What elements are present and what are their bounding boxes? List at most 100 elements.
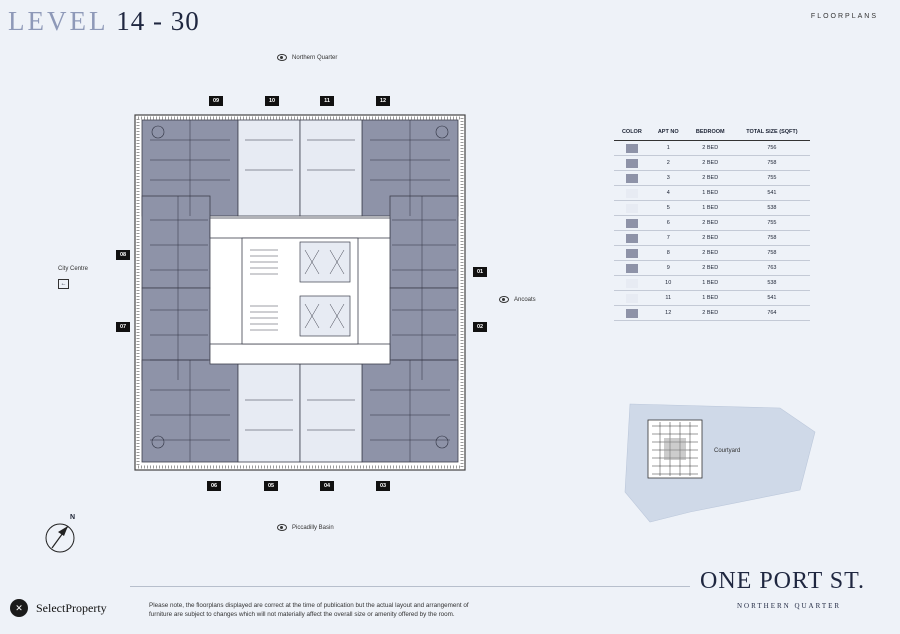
legend-apt-cell: 4 — [649, 185, 687, 201]
legend-header-color: COLOR — [614, 126, 650, 141]
legend-apt-cell: 8 — [649, 245, 687, 261]
project-name: ONE PORT ST. — [700, 568, 866, 594]
disclaimer-note: Please note, the floorplans displayed ar… — [149, 602, 469, 618]
legend-bedroom-cell: 1 BED — [686, 185, 734, 201]
legend-bedroom-cell: 2 BED — [686, 230, 734, 246]
section-label: FLOORPLANS — [810, 13, 878, 20]
compass-icon — [45, 523, 75, 553]
legend-size-cell: 755 — [733, 215, 810, 231]
legend-color-cell — [614, 155, 650, 171]
legend-apt-cell: 1 — [649, 140, 687, 156]
legend-color-cell — [614, 215, 650, 231]
apt-tag-08: 08 — [116, 250, 130, 260]
legend-bedroom-cell: 2 BED — [686, 245, 734, 261]
apt-tag-03: 03 — [376, 481, 390, 491]
legend-swatch — [625, 203, 638, 213]
legend-header-row: COLOR APT NO BEDROOM TOTAL SIZE (SQFT) — [614, 126, 810, 141]
legend-size-cell: 756 — [733, 140, 810, 156]
legend-size-cell: 758 — [733, 230, 810, 246]
legend-apt-cell: 5 — [649, 200, 687, 216]
apt-tag-10: 10 — [265, 96, 279, 106]
footer-divider — [130, 586, 690, 587]
west-label: City Centre — [58, 266, 89, 272]
legend-swatch — [625, 278, 638, 288]
legend-header-apt: APT NO — [649, 126, 687, 141]
legend-swatch — [625, 143, 638, 153]
legend-swatch — [625, 218, 638, 228]
apt-tag-07: 07 — [116, 322, 130, 332]
legend-color-cell — [614, 200, 650, 216]
legend-swatch — [625, 233, 638, 243]
legend-apt-cell: 9 — [649, 260, 687, 276]
title-level: LEVEL — [8, 6, 109, 36]
project-subtitle: NORTHERN QUARTER — [737, 602, 842, 610]
apt-tag-02: 02 — [473, 322, 487, 332]
apt-tag-05: 05 — [264, 481, 278, 491]
legend-apt-cell: 3 — [649, 170, 687, 186]
apt-01-block — [389, 195, 459, 289]
apt-tag-11: 11 — [320, 96, 334, 106]
north-label-text: Northern Quarter — [292, 55, 338, 62]
legend-bedroom-cell: 1 BED — [686, 290, 734, 306]
legend-bedroom-cell: 1 BED — [686, 200, 734, 216]
legend-swatch — [625, 248, 638, 258]
legend-size-cell: 538 — [733, 275, 810, 291]
title-range: 14 - 30 — [116, 6, 200, 36]
legend-color-cell — [614, 170, 650, 186]
legend-swatch — [625, 263, 638, 273]
legend-apt-cell: 2 — [649, 155, 687, 171]
legend-size-cell: 538 — [733, 200, 810, 216]
legend-size-cell: 541 — [733, 185, 810, 201]
legend-apt-cell: 7 — [649, 230, 687, 246]
legend-size-cell: 758 — [733, 245, 810, 261]
legend-color-cell — [614, 260, 650, 276]
legend-size-cell: 758 — [733, 155, 810, 171]
arrow-left-icon: ← — [58, 279, 69, 289]
apt-tag-06: 06 — [207, 481, 221, 491]
courtyard-label: Courtyard — [714, 448, 741, 454]
legend-apt-cell: 12 — [649, 305, 687, 321]
legend-size-cell: 541 — [733, 290, 810, 306]
select-property-logo-icon: ✕ — [10, 599, 28, 617]
apt-tag-04: 04 — [320, 481, 334, 491]
apt-tag-12: 12 — [376, 96, 390, 106]
eye-icon — [277, 524, 287, 531]
legend-swatch — [625, 293, 638, 303]
legend-bedroom-cell: 2 BED — [686, 155, 734, 171]
compass-north-label: N — [70, 514, 76, 521]
legend-bedroom-cell: 1 BED — [686, 275, 734, 291]
legend-bedroom-cell: 2 BED — [686, 305, 734, 321]
eye-icon — [499, 296, 509, 303]
legend-color-cell — [614, 305, 650, 321]
apartment-legend-table: COLOR APT NO BEDROOM TOTAL SIZE (SQFT) 1… — [614, 126, 810, 321]
legend-apt-cell: 6 — [649, 215, 687, 231]
apt-tag-09: 09 — [209, 96, 223, 106]
legend-color-cell — [614, 185, 650, 201]
eye-icon — [277, 54, 287, 61]
legend-bedroom-cell: 2 BED — [686, 260, 734, 276]
legend-apt-cell: 10 — [649, 275, 687, 291]
east-label: Ancoats — [499, 296, 536, 303]
legend-size-cell: 763 — [733, 260, 810, 276]
brand-name: SelectProperty — [36, 601, 107, 615]
legend-bedroom-cell: 2 BED — [686, 215, 734, 231]
legend-swatch — [625, 308, 638, 318]
site-map — [624, 403, 816, 523]
legend-apt-cell: 11 — [649, 290, 687, 306]
legend-swatch — [625, 158, 638, 168]
legend-size-cell: 764 — [733, 305, 810, 321]
apt-tag-01: 01 — [473, 267, 487, 277]
legend-bedroom-cell: 2 BED — [686, 170, 734, 186]
legend-swatch — [625, 188, 638, 198]
legend-color-cell — [614, 230, 650, 246]
south-label: Piccadilly Basin — [277, 524, 334, 531]
